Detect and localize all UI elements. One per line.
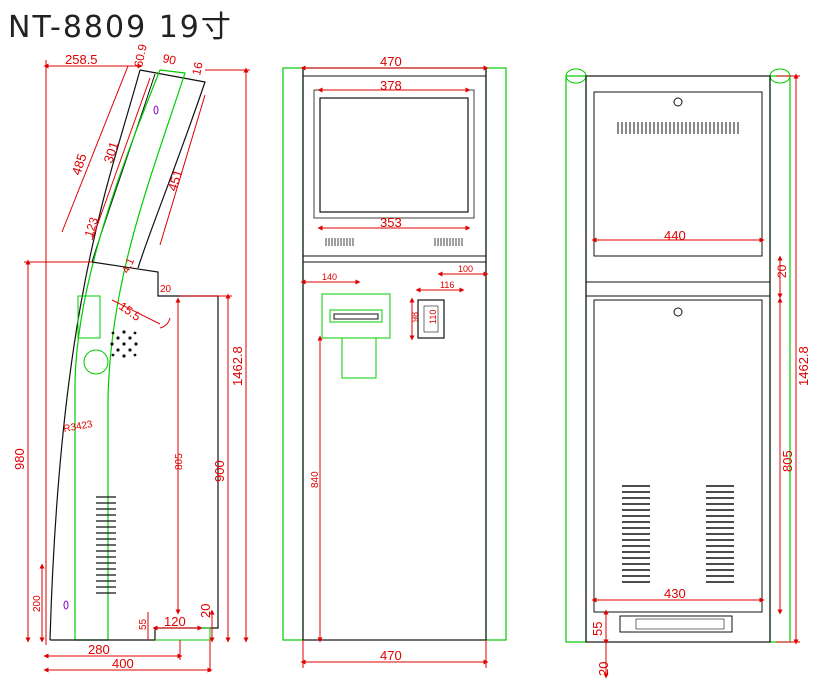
dim-280: 280 [88,642,110,657]
front-keypad [417,299,445,339]
dim-20-back: 20 [775,264,789,278]
dim-110: 110 [428,310,438,324]
dim-400: 400 [112,656,134,671]
front-view: 470 378 353 140 100 116 98 110 840 470 [282,54,507,668]
dim-805-back: 805 [780,450,795,472]
back-left-pillar [565,75,587,643]
dim-451: 451 [165,168,186,193]
dim-980: 980 [12,448,27,470]
front-card-reader [321,293,391,339]
side-back-curve [49,69,141,641]
back-upper-lock-icon [673,97,683,107]
back-lower-lock-icon [673,307,683,317]
dim-100: 100 [458,264,473,274]
side-lower-panel [50,261,219,641]
dim-15-5: 15.5 [116,299,143,324]
front-screen [319,97,469,213]
back-upper-door [593,91,763,257]
front-screen-bezel [313,89,475,219]
side-foot [155,627,211,641]
side-view: 258.5 60.9 90 16 485 301 451 123 4.1 15.… [12,43,250,673]
back-top-vent [617,122,739,134]
speaker-grille-icon [110,330,138,358]
back-view: 440 20 1462.8 805 430 55 20 [565,68,811,679]
dim-440: 440 [664,228,686,243]
dim-301: 301 [101,140,122,165]
front-vent-right [434,238,463,246]
dim-378: 378 [380,78,402,93]
dim-840: 840 [310,471,321,488]
front-body [302,67,487,641]
back-lower-vent-right [706,485,734,583]
dim-116: 116 [440,280,454,290]
dim-430: 430 [664,586,686,601]
dim-16: 16 [189,60,206,76]
side-round-knob [83,349,109,375]
back-base-slot [635,618,725,630]
dim-20-side-bottom: 20 [198,604,213,618]
back-base-plate [619,615,733,633]
side-card-slot [77,295,101,339]
front-left-pillar [282,67,304,641]
front-card-slot [333,313,379,320]
dim-900: 900 [212,460,227,482]
dim-353: 353 [380,215,402,230]
back-lower-vent-left [622,485,650,583]
dim-20-side: 20 [160,284,172,295]
dim-200: 200 [32,595,43,612]
dim-4-1: 4.1 [120,256,137,275]
dim-1462-8-back: 1462.8 [796,346,811,386]
dim-r3423: R3423 [63,419,94,435]
dim-98: 98 [410,312,420,322]
side-green-band [74,69,186,641]
side-screen-outer [137,69,206,269]
back-body [585,75,771,643]
front-keypad-inner [423,305,439,333]
dim-485: 485 [69,152,90,177]
side-vent-slots [96,496,116,594]
dim-123: 123 [82,215,102,239]
dim-55-back: 55 [590,622,605,636]
dim-805-side: 805 [174,453,185,470]
dim-258-5: 258.5 [65,52,98,67]
front-right-pillar [485,67,507,641]
dim-120: 120 [164,614,186,629]
dim-90: 90 [161,51,177,68]
dim-470-bottom: 470 [380,648,402,663]
dim-470-top: 470 [380,54,402,69]
side-indicator-top [153,105,159,115]
back-lower-door [593,299,763,613]
side-indicator-bottom [63,600,69,610]
dim-20-back-bottom: 20 [596,662,611,676]
dim-60-9: 60.9 [131,43,150,69]
dim-140: 140 [322,272,337,282]
front-vent-left [325,238,354,246]
dim-1462-8-side: 1462.8 [230,346,245,386]
drawing-title: NT-8809 19寸 [8,10,233,45]
front-receipt-chute [341,337,377,379]
dim-55-side: 55 [138,618,149,630]
